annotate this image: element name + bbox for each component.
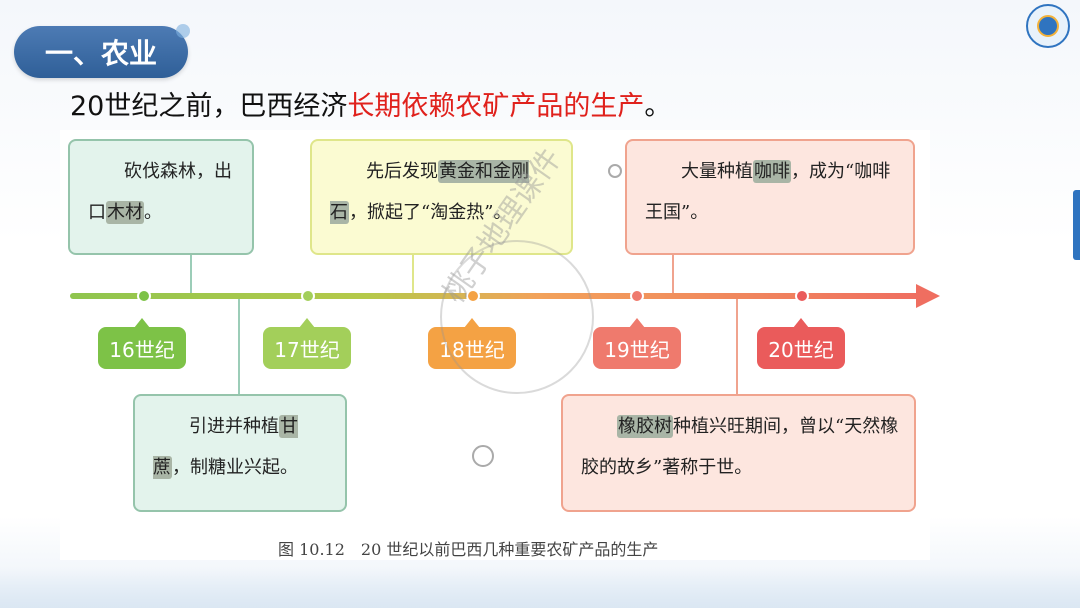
event-box-sugarcane: 引进并种植甘蔗，制糖业兴起。 xyxy=(133,394,347,512)
headline-highlight: 长期依赖农矿产品的生产 xyxy=(347,91,645,122)
timeline-arrow-icon xyxy=(916,284,940,308)
headline-suffix: 。 xyxy=(644,91,672,122)
figure-caption: 图 10.12 20 世纪以前巴西几种重要农矿产品的生产 xyxy=(278,540,659,559)
event-text: ，掀起了“淘金热”。 xyxy=(349,202,512,223)
empty-circle-icon xyxy=(472,445,494,467)
connector-line xyxy=(672,253,674,295)
watermark-seal xyxy=(440,240,594,394)
headline-prefix: 20世纪之前，巴西经济 xyxy=(70,91,348,122)
connector-line xyxy=(736,298,738,394)
section-title: 一、农业 xyxy=(14,26,188,78)
timeline-dot xyxy=(301,289,315,303)
event-box-timber: 砍伐森林，出口木材。 xyxy=(68,139,254,255)
globe-logo-icon xyxy=(1026,4,1070,48)
event-text: 种植兴旺期间，曾以“天然橡胶的故乡”著称于世。 xyxy=(581,416,899,478)
event-box-gold: 先后发现黄金和金刚石，掀起了“淘金热”。 xyxy=(310,139,573,255)
century-label-20: 20世纪 xyxy=(757,318,845,369)
connector-line xyxy=(190,253,192,295)
event-text: ，制糖业兴起。 xyxy=(172,457,298,478)
connector-line xyxy=(412,253,414,295)
timeline-dot xyxy=(137,289,151,303)
event-text: 引进并种植 xyxy=(189,416,279,437)
side-accent-bar xyxy=(1073,190,1080,260)
event-text: 。 xyxy=(144,202,162,223)
event-text: 大量种植 xyxy=(681,161,753,182)
century-label-19: 19世纪 xyxy=(593,318,681,369)
event-box-rubber: 橡胶树种植兴旺期间，曾以“天然橡胶的故乡”著称于世。 xyxy=(561,394,916,512)
event-highlight: 咖啡 xyxy=(753,160,791,183)
event-highlight: 木材 xyxy=(106,201,144,224)
century-label-16: 16世纪 xyxy=(98,318,186,369)
event-highlight: 橡胶树 xyxy=(617,415,673,438)
century-label-17: 17世纪 xyxy=(263,318,351,369)
event-text: ，成为“咖啡王国”。 xyxy=(645,161,891,223)
empty-circle-icon xyxy=(608,164,622,178)
connector-line xyxy=(238,298,240,396)
timeline-dot xyxy=(795,289,809,303)
timeline-dot xyxy=(630,289,644,303)
headline: 20世纪之前，巴西经济长期依赖农矿产品的生产。 xyxy=(70,84,671,123)
bottom-decoration xyxy=(0,568,1080,608)
event-box-coffee: 大量种植咖啡，成为“咖啡王国”。 xyxy=(625,139,915,255)
event-text: 砍伐森林，出口 xyxy=(88,161,232,223)
event-text: 先后发现 xyxy=(366,161,438,182)
decorative-dot xyxy=(176,24,190,38)
